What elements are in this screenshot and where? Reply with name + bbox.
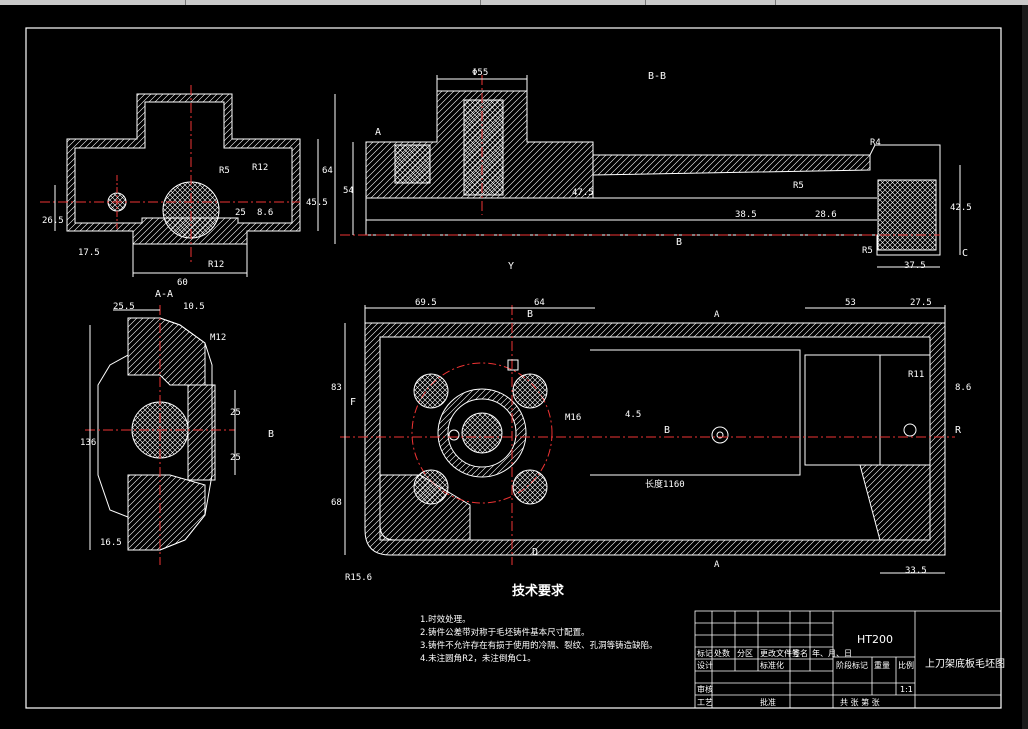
plan-section-marker-b: B [664, 425, 670, 436]
cad-drawing-canvas[interactable]: 60 A-A R5 R12 25 8.6 R12 45.5 64 26.5 17… [0, 5, 1022, 729]
tb-weight-label: 重量 [874, 660, 890, 670]
aa-dim-r5: R5 [219, 166, 230, 176]
side-view [85, 305, 236, 565]
tech-req-heading: 技术要求 [512, 583, 565, 599]
drawing-border [25, 27, 1002, 709]
vertical-scrollbar[interactable] [1022, 5, 1028, 729]
plan-dim-27-5: 27.5 [910, 298, 932, 308]
bb-dim-38-5: 38.5 [735, 210, 757, 220]
plan-dim-m16: M16 [565, 413, 581, 423]
tb-approve-label: 批准 [760, 697, 776, 707]
aa-dim-26-5: 26.5 [42, 216, 64, 226]
side-dim-m12: M12 [210, 333, 226, 343]
plan-marker-a-bottom: A [714, 560, 720, 570]
aa-dim-60: 60 [177, 278, 188, 288]
plan-dim-68: 68 [331, 498, 342, 508]
tb-sign-label: 签名 [792, 648, 808, 658]
window-top-bar [0, 0, 1028, 5]
bb-dim-phi55: Φ55 [472, 68, 488, 78]
bb-dim-42-5: 42.5 [950, 203, 972, 213]
tech-req-item-3: 3.铸件不允许存在有损于使用的冷隔、裂纹、孔洞等铸造缺陷。 [420, 640, 658, 651]
aa-dim-8-6: 8.6 [257, 208, 273, 218]
aa-dim-r12: R12 [252, 163, 268, 173]
side-dim-136: 136 [80, 438, 96, 448]
tb-process-label: 工艺 [697, 698, 713, 707]
tb-standard-label: 标准化 [760, 660, 784, 670]
bb-marker-a: A [375, 127, 381, 138]
bb-marker-c: C [962, 248, 968, 259]
bb-dim-54: 54 [343, 186, 354, 196]
tb-design-label: 设计 [697, 660, 713, 670]
plan-marker-b-top: B [527, 309, 533, 320]
plan-marker-d: D [532, 547, 538, 558]
plan-note-length: 长度1160 [645, 478, 685, 490]
tech-req-item-4: 4.未注圆角R2，未注倒角C1。 [420, 653, 536, 664]
tb-count-label: 处数 [714, 648, 730, 658]
plan-dim-r15-6: R15.6 [345, 573, 372, 583]
bb-dim-37-5: 37.5 [904, 261, 926, 271]
bb-dim-r4: R4 [870, 138, 881, 148]
tb-stage-label: 阶段标记 [836, 660, 868, 670]
aa-dim-r12b: R12 [208, 260, 224, 270]
plan-dim-r11: R11 [908, 370, 924, 380]
section-bb-view [340, 75, 961, 268]
bb-dim-r5b: R5 [862, 246, 873, 256]
side-dim-25a: 25 [230, 408, 241, 418]
side-marker-b: B [268, 429, 274, 440]
plan-dim-83: 83 [331, 383, 342, 393]
section-aa-view [40, 85, 336, 277]
tb-scale-label: 比例 [898, 660, 914, 670]
side-dim-25-5: 25.5 [113, 302, 135, 312]
plan-dim-4-5: 4.5 [625, 410, 641, 420]
aa-dim-45-5: 45.5 [306, 198, 328, 208]
plan-dim-64: 64 [534, 298, 545, 308]
plan-dim-33-5: 33.5 [905, 566, 927, 576]
plan-marker-f: F [350, 397, 356, 408]
plan-marker-r: R [955, 425, 962, 436]
title-block [694, 610, 1002, 709]
tb-zone-label: 分区 [737, 649, 753, 658]
plan-dim-8-6: 8.6 [955, 383, 971, 393]
side-dim-25b: 25 [230, 453, 241, 463]
bb-marker-b: B [676, 237, 682, 248]
tb-date-label: 年、月、日 [812, 648, 852, 658]
tb-mark-label: 标记 [697, 648, 713, 658]
side-dim-16-5: 16.5 [100, 538, 122, 548]
bb-section-label: B-B [648, 71, 666, 82]
tb-drawing-title: 上刀架底板毛坯图 [925, 657, 1005, 670]
plan-dim-53: 53 [845, 298, 856, 308]
tech-req-item-2: 2.铸件公差带对称于毛坯铸件基本尺寸配置。 [420, 627, 590, 638]
bb-dim-47-5: 47.5 [572, 188, 594, 198]
tb-sheet-label: 共 张 第 张 [840, 697, 880, 707]
aa-section-label: A-A [155, 289, 173, 300]
aa-dim-25: 25 [235, 208, 246, 218]
tb-scale-value: 1:1 [900, 685, 913, 694]
plan-view [340, 305, 955, 574]
tb-material: HT200 [857, 633, 893, 646]
side-dim-10-5: 10.5 [183, 302, 205, 312]
aa-dim-17-5: 17.5 [78, 248, 100, 258]
plan-marker-y: Y [508, 261, 514, 272]
bb-dim-r5a: R5 [793, 181, 804, 191]
bb-dim-28-6: 28.6 [815, 210, 837, 220]
plan-dim-69-5: 69.5 [415, 298, 437, 308]
plan-marker-a-top: A [714, 310, 720, 320]
aa-dim-64: 64 [322, 166, 333, 176]
tb-change-label: 更改文件号 [760, 648, 800, 658]
tech-req-item-1: 1.时效处理。 [420, 614, 471, 625]
tb-review-label: 审核 [697, 684, 713, 694]
